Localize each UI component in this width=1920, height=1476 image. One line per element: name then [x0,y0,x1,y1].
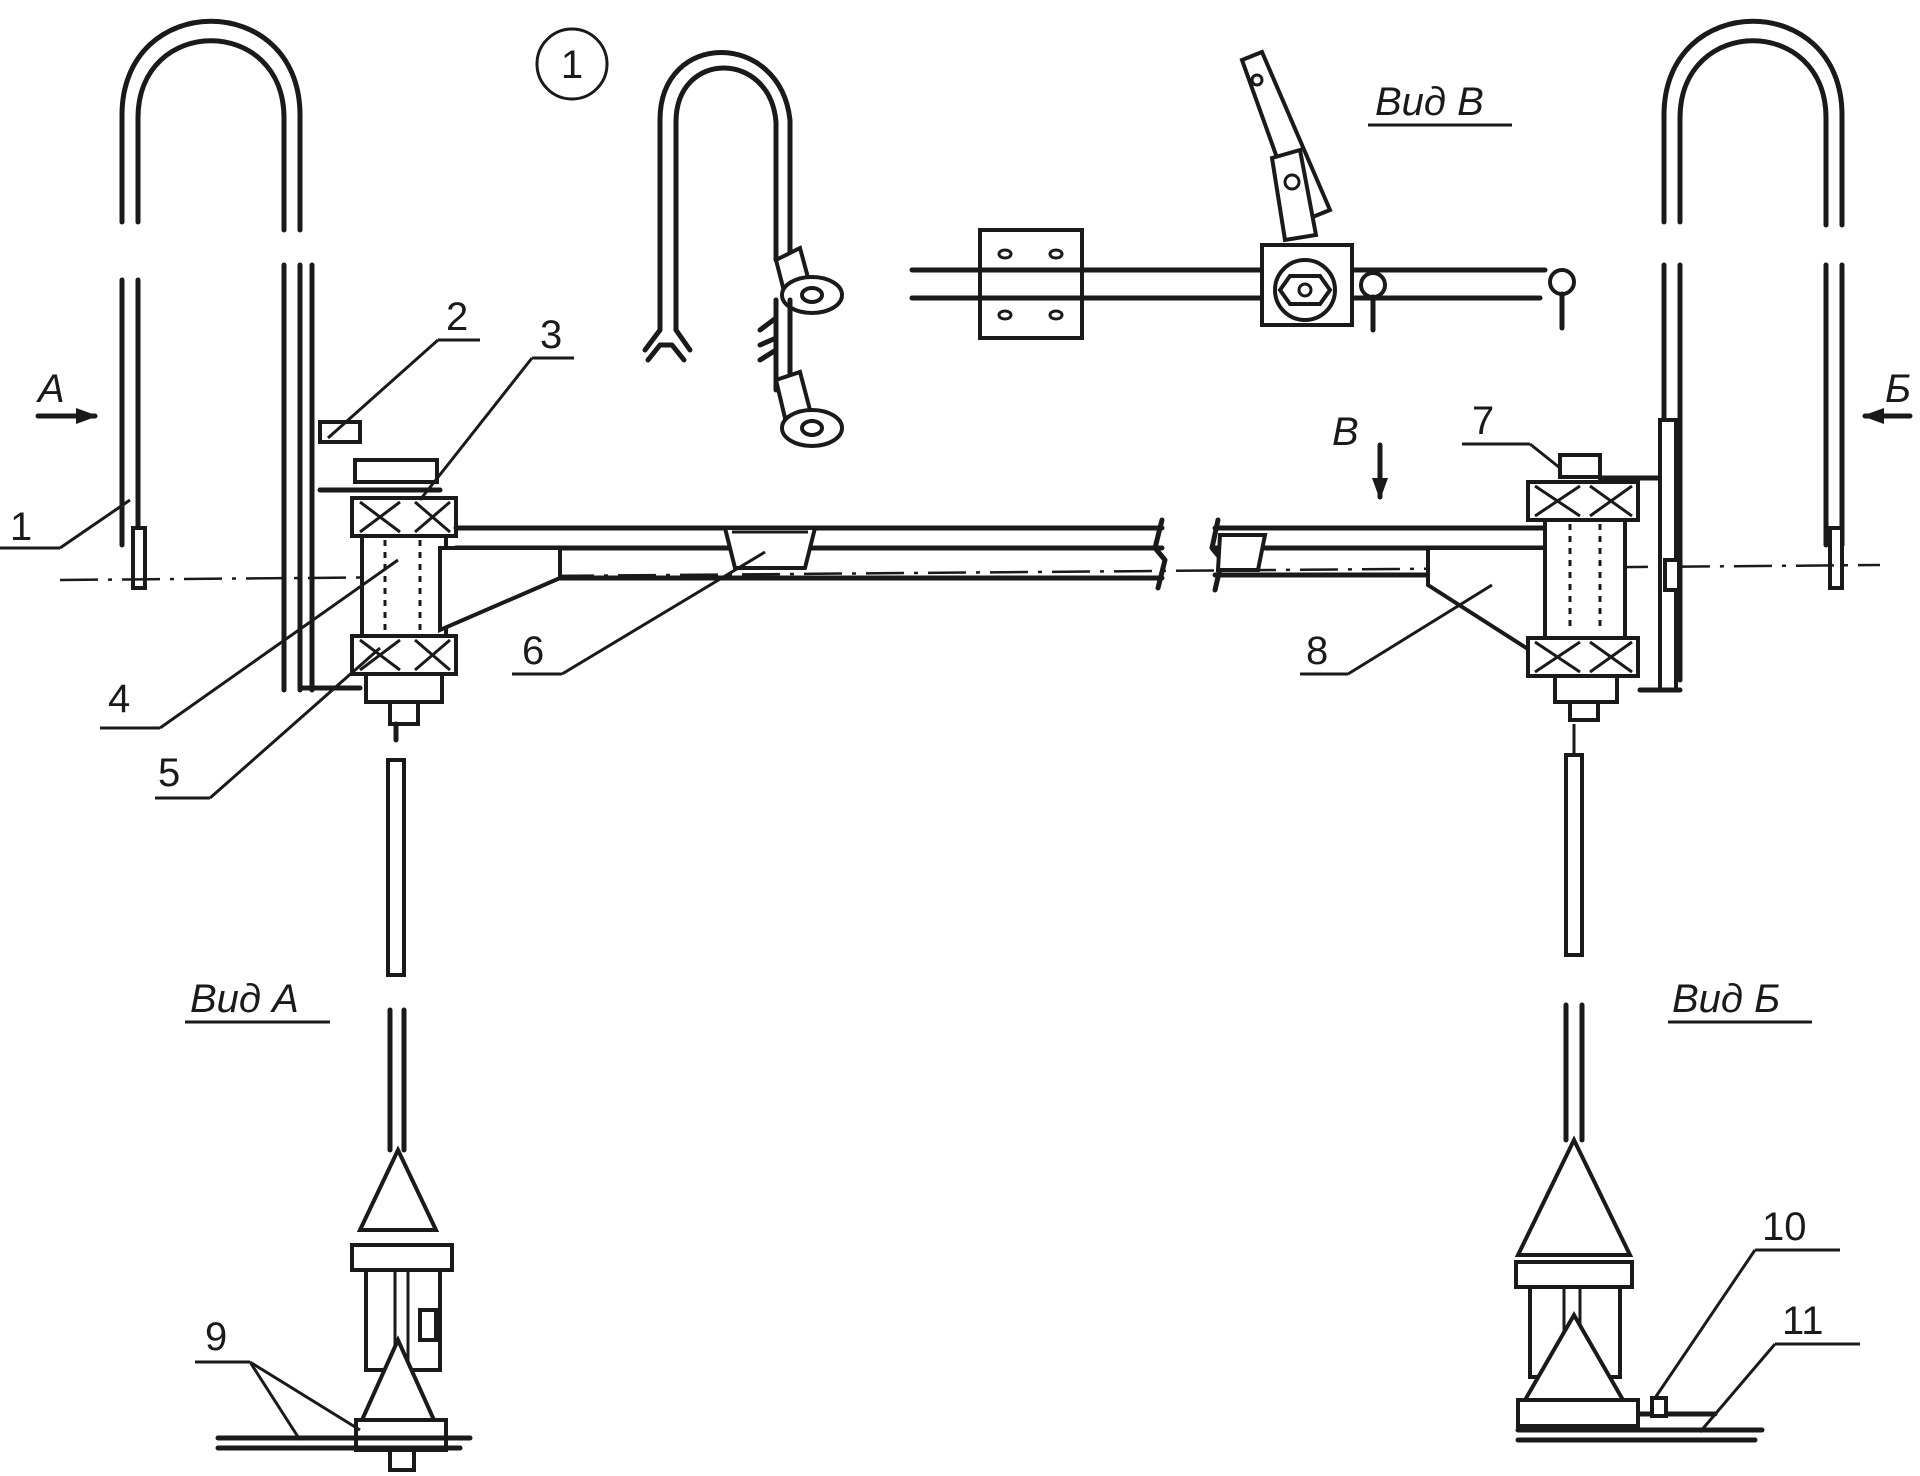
view-arrow-b: Б [1862,367,1913,424]
callout-7: 7 [1462,399,1561,470]
callout-11-label: 11 [1782,1299,1824,1343]
callout-7-label: 7 [1472,399,1494,443]
callout-3: 3 [418,313,574,501]
callout-4-label: 4 [108,677,130,721]
callout-4: 4 [100,558,399,730]
callout-5: 5 [155,646,381,800]
left-u-handle [119,18,315,693]
callout-6-label: 6 [522,629,544,673]
view-title-a-group: Вид А [185,977,330,1024]
callout-1: 1 [0,498,131,550]
callout-9: 9 [195,1315,361,1441]
beam-bracket [722,526,818,570]
view-title-b-group: Вид Б [1668,977,1812,1024]
right-hinge-assembly [1526,418,1683,722]
lower-bearing [350,634,458,676]
main-beam [438,517,1548,664]
view-arrow-v-label: В [1332,410,1359,454]
view-title-v: Вид В [1375,80,1484,124]
view-title-a: Вид А [190,977,299,1021]
callout-5-label: 5 [158,751,180,795]
right-u-handle [1661,18,1845,683]
callout-11: 11 [1698,1299,1860,1433]
callout-2-label: 2 [446,295,468,339]
view-title-b: Вид Б [1672,977,1780,1021]
callout-9-label: 9 [205,1315,227,1359]
callout-6: 6 [512,550,766,676]
callout-10-label: 10 [1762,1205,1807,1249]
upper-bearing [350,496,458,538]
view-b-assembly [1514,724,1765,1443]
view-arrow-a: А [35,367,98,424]
handle-detail [642,50,844,448]
view-v-detail [909,49,1576,340]
callout-8: 8 [1300,583,1493,676]
callout-2: 2 [327,295,480,440]
mounting-plate [978,228,1084,340]
hinge-axle [360,534,448,638]
view-title-v-group: Вид В [1368,80,1512,127]
view-a-assembly [215,721,473,1472]
view-arrow-a-label: А [36,367,65,411]
callout-3-label: 3 [540,313,562,357]
callout-10: 10 [1653,1205,1840,1399]
view-arrow-v: В [1332,410,1388,500]
callout-8-label: 8 [1306,629,1328,673]
view-arrow-b-label: Б [1885,367,1911,411]
callout-1-label: 1 [10,505,32,549]
figure-number: 1 [535,27,609,101]
figure-number-text: 1 [561,43,583,87]
